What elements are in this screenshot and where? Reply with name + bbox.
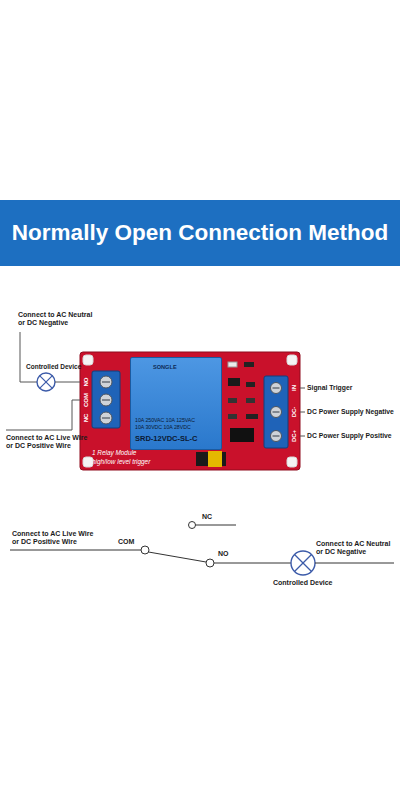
pin-label: DC Power Supply Positive [307,432,392,440]
title-heading: Normally Open Connection Method [12,220,388,246]
screw-slot [102,417,110,418]
terminal-label: DC- [291,407,298,418]
jumper-header [196,452,226,466]
screw-slot [273,387,280,388]
status-led [228,362,237,367]
switch-arm [149,552,207,562]
screw-slot [102,381,110,382]
lamp-cross [295,555,312,572]
nc-contact [189,522,196,529]
circuit-board [80,352,300,470]
nc-wire [196,525,237,526]
screw-slot [273,435,280,436]
contact-label: COM [118,538,134,546]
device-label: Controlled Device [273,579,333,587]
no-contact [206,559,214,567]
terminal-screw [100,394,112,406]
smd-resistor [228,398,237,403]
optocoupler-chip [230,428,254,442]
mounting-hole [83,457,93,467]
mounting-hole [287,457,297,467]
wire-label: Connect to AC Live Wire or DC Positive W… [12,530,98,546]
board-text: high/low level trigger [92,458,150,465]
neutral-wire [315,563,394,564]
live-wire [10,550,141,551]
mounting-hole [287,355,297,365]
terminal-label: DC+ [291,430,298,442]
terminal-screw [100,412,112,424]
terminal-label: NO [83,378,90,387]
terminal-block [92,371,120,428]
terminal-label: NC [83,414,90,423]
lamp-cross [40,376,53,389]
contact-label: NC [202,513,212,521]
leader-line [300,412,305,413]
relay-board: 1 Relay Module high/low level trigger SONG… [80,352,300,470]
diode [246,414,258,419]
terminal-screw [271,431,282,442]
wire-label: Connect to AC Neutral or DC Negative [18,311,98,327]
terminal-screw [100,376,112,388]
contact-label: NO [218,550,229,558]
board-text: 1 Relay Module [92,449,136,456]
rating-text: 10A 250VAC 10A 125VAC [135,418,195,424]
brand-name: SONGLE [153,364,177,370]
lamp-symbol [291,551,315,575]
screw-slot [273,411,280,412]
lamp-cross [40,376,53,389]
screw-slot [102,399,110,400]
device-wire [55,382,80,383]
terminal-block [264,376,288,448]
smd-resistor [228,414,237,419]
relay-body: SONGLE 10A 250VAC 10A 125VAC10A 30VDC 10A… [130,357,222,450]
mounting-hole [83,355,93,365]
rating-text: 10A 30VDC 10A 28VDC [135,425,191,431]
lamp-symbol [37,373,55,391]
device-label: Controlled Device [26,363,81,370]
terminal-screw [271,407,282,418]
leader-line [300,388,305,389]
device-wire [214,563,291,564]
title-banner [0,200,400,266]
model-number: SRD-12VDC-SL-C [135,435,198,444]
lamp-cross [295,555,312,572]
terminal-label: IN [291,385,298,391]
leader-line [300,436,305,437]
transistor [228,378,240,386]
pin-label: DC Power Supply Negative [307,408,394,416]
com-contact [141,546,149,554]
smd-resistor [244,362,254,367]
wire-label: Connect to AC Neutral or DC Negative [316,540,396,556]
wire-label: Connect to AC Live Wire or DC Positive W… [6,434,92,450]
pin-label: Signal Trigger [307,384,352,392]
jumper-cap [208,451,222,467]
live-wire [6,400,80,430]
terminal-screw [271,383,282,394]
neutral-wire [20,332,37,382]
smd-resistor [246,398,255,403]
smd-resistor [246,382,255,387]
terminal-label: COM [83,393,90,407]
